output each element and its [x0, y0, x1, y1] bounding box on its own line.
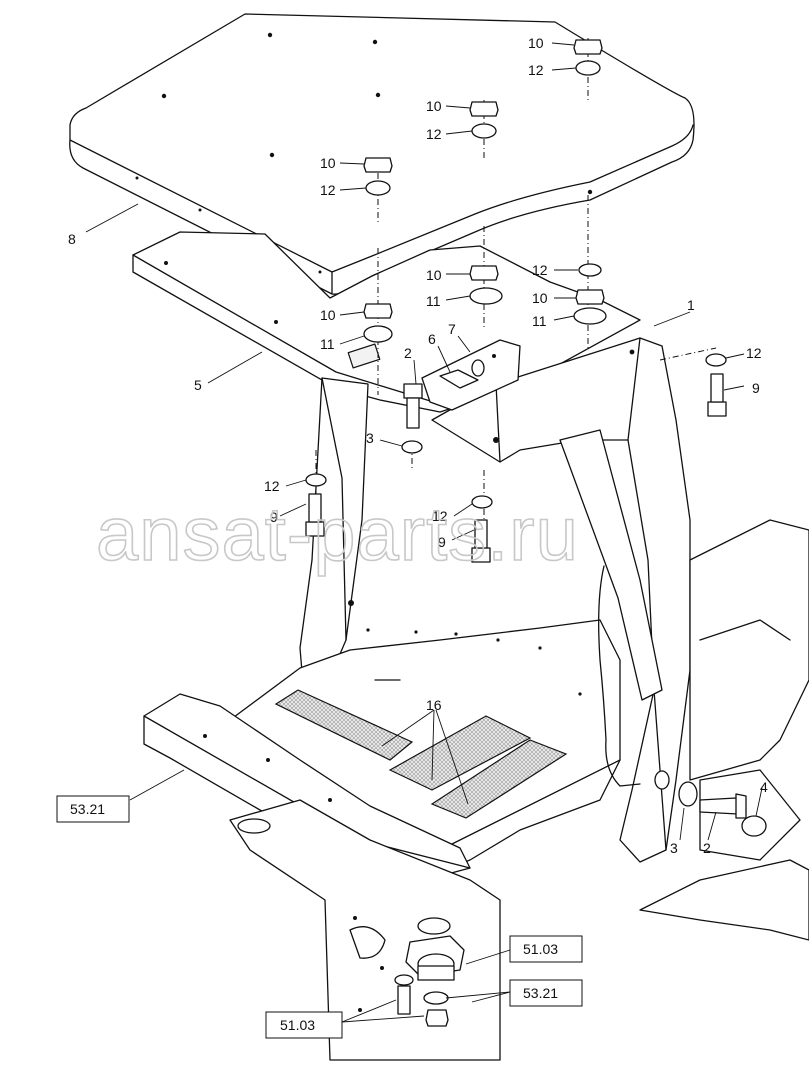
callout-4: 4 — [760, 779, 768, 795]
rubber-mount — [394, 917, 465, 1027]
right-compartment — [639, 519, 809, 941]
reference-box-51-03[interactable]: 51.03 — [509, 935, 583, 963]
reference-box-53-21[interactable]: 53.21 — [56, 795, 130, 823]
callout-12: 12 — [426, 126, 442, 142]
callout-10: 10 — [426, 98, 442, 114]
roof-panel — [69, 13, 695, 295]
callout-7: 7 — [448, 321, 456, 337]
callout-12: 12 — [264, 478, 280, 494]
callout-2: 2 — [404, 345, 412, 361]
svg-text:53.21: 53.21 — [523, 985, 558, 1001]
bolts — [305, 359, 767, 837]
callout-2: 2 — [703, 840, 711, 856]
callout-10: 10 — [528, 35, 544, 51]
callout-12: 12 — [320, 182, 336, 198]
callout-10: 10 — [532, 290, 548, 306]
reference-box-51-03[interactable]: 51.03 — [265, 1011, 343, 1039]
watermark: ansat-parts.ru — [96, 492, 579, 577]
svg-text:51.03: 51.03 — [523, 941, 558, 957]
callout-3: 3 — [366, 430, 374, 446]
rops-frame — [431, 337, 691, 863]
cable — [598, 565, 641, 787]
reference-box-53-21[interactable]: 53.21 — [509, 979, 583, 1007]
callout-16: 16 — [426, 697, 442, 713]
svg-text:51.03: 51.03 — [280, 1017, 315, 1033]
bracket-plate — [421, 339, 521, 411]
leader-lines — [85, 42, 763, 1023]
callout-1: 1 — [687, 297, 695, 313]
callout-8: 8 — [68, 231, 76, 247]
callout-10: 10 — [426, 267, 442, 283]
callout-6: 6 — [428, 331, 436, 347]
callout-9: 9 — [438, 534, 446, 550]
callout-12: 12 — [528, 62, 544, 78]
callout-labels: 10 12 10 12 10 12 8 10 11 12 10 11 10 11… — [68, 35, 768, 856]
callout-10: 10 — [320, 307, 336, 323]
svg-text:53.21: 53.21 — [70, 801, 105, 817]
callout-11: 11 — [532, 313, 547, 329]
callout-11: 11 — [426, 293, 441, 309]
callout-9: 9 — [270, 509, 278, 525]
callout-5: 5 — [194, 377, 202, 393]
callout-10: 10 — [320, 155, 336, 171]
callout-9: 9 — [752, 380, 760, 396]
callout-11: 11 — [320, 336, 335, 352]
washers — [305, 60, 727, 807]
anti-slip-mats — [274, 689, 568, 819]
callout-12: 12 — [432, 508, 448, 524]
callout-12: 12 — [746, 345, 762, 361]
callout-3: 3 — [670, 840, 678, 856]
callout-12: 12 — [532, 262, 548, 278]
